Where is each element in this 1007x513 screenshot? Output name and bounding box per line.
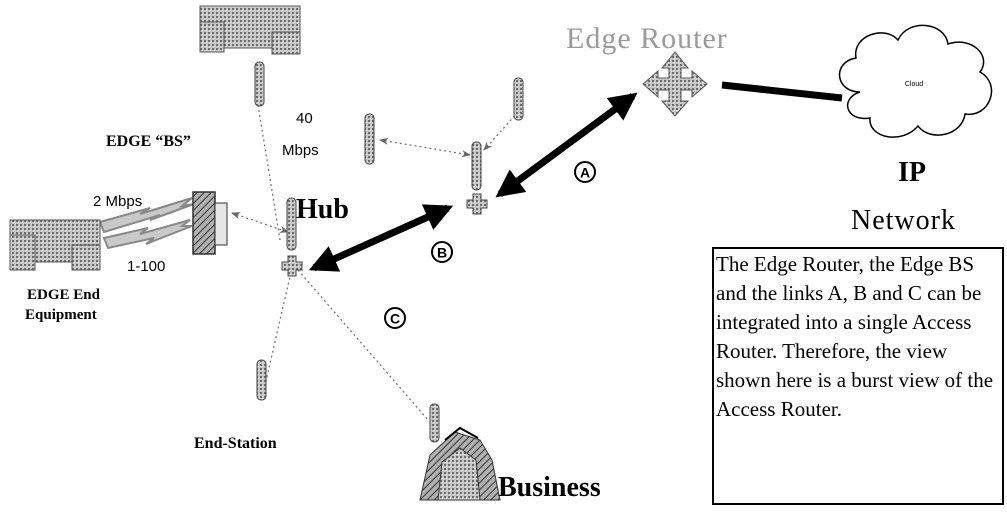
antenna-end-station [257, 360, 266, 400]
link-relay-left [380, 140, 470, 155]
link-bs-to-hub [232, 213, 288, 232]
antenna-hub [287, 198, 296, 250]
link-a-label: A [580, 165, 590, 181]
link-b-label: B [437, 245, 447, 261]
end-equipment-label-line1: EDGE End [27, 287, 100, 304]
edge-bs-label: EDGE “BS” [106, 133, 191, 151]
end-equipment-device [10, 220, 100, 270]
relay-node [467, 194, 487, 214]
satellite-device [200, 6, 300, 54]
link-c [298, 270, 428, 420]
antenna-hub-b [472, 142, 481, 190]
cloud-label: Cloud [905, 81, 923, 88]
range-label: 1-100 [127, 258, 165, 275]
rate-mbps-label: Mbps [282, 142, 319, 159]
antenna-left-relay [365, 114, 374, 164]
rate-40-label: 40 [296, 110, 313, 127]
antenna-top [255, 62, 264, 106]
hub-label: Hub [296, 194, 349, 226]
antenna-business [430, 404, 439, 442]
rate-2mbps-label: 2 Mbps [93, 193, 142, 210]
link-satellite-to-hub [258, 105, 280, 240]
end-station-label: End-Station [194, 435, 277, 453]
hub-node [282, 256, 302, 276]
link-c-label: C [390, 311, 400, 327]
edge-router-label: Edge Router [566, 22, 728, 56]
note-box: The Edge Router, the Edge BS and the lin… [712, 247, 1004, 505]
business-label: Business [498, 472, 601, 504]
link-router-to-cloud [722, 85, 842, 98]
end-equipment-label-line2: Equipment [25, 307, 97, 324]
antenna-right-relay [514, 78, 523, 120]
link-letters: A B C [385, 162, 595, 328]
edge-router-icon [643, 52, 707, 116]
network-label: Network [851, 205, 956, 237]
ip-label: IP [898, 157, 926, 189]
link-relay-right [484, 112, 518, 150]
edge-bs-device [193, 192, 227, 254]
